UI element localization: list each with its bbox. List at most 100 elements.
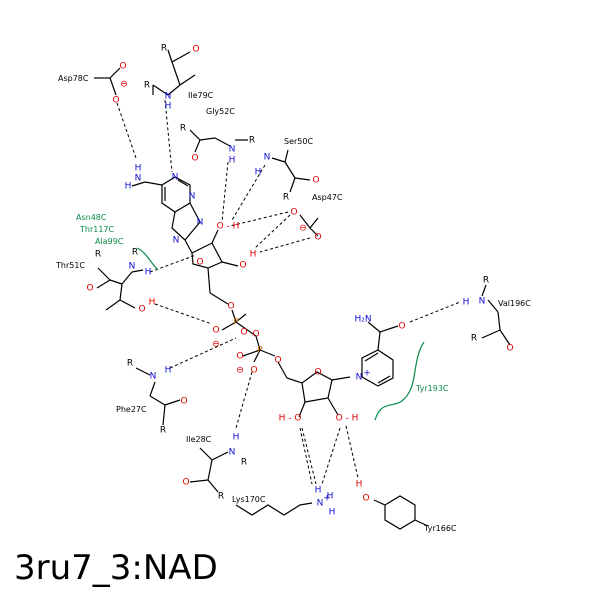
ribose-o2-hydroxyl: O - H (217, 222, 240, 232)
asp78-od1: O (119, 62, 126, 72)
ile79-n: N (165, 92, 172, 102)
ligand-bonds (131, 176, 399, 418)
page-title: 3ru7_3:NAD (14, 548, 218, 588)
residue-labels: Asp78C Ile79C Gly52C Ser50C Asp47C Thr51… (55, 74, 531, 533)
lys170-nz: N (317, 499, 324, 509)
amino-n: N (135, 174, 142, 184)
adenine-n7: N (197, 218, 204, 228)
label-thr51: Thr51C (55, 261, 85, 270)
label-ile28: Ile28C (186, 435, 212, 444)
val196-o: O (506, 344, 513, 354)
phosphate-o3: O (252, 330, 259, 340)
gly52-r2: R (249, 136, 255, 146)
gly52-o: O (191, 154, 198, 164)
label-lys170: Lys170C (232, 495, 266, 504)
phe27-o: O (180, 397, 187, 407)
label-tyr166: Tyr166C (423, 524, 457, 533)
phe27-h: H (165, 366, 172, 376)
phosphate-pa: P (233, 318, 239, 328)
ile79-o: O (192, 45, 199, 55)
nicotinamide-ribose-o4: O (314, 368, 321, 378)
amino-h: H (135, 164, 142, 174)
phosphate-pn: P (257, 346, 263, 356)
thr51-r: R (95, 250, 101, 260)
nicotinamide-ribose-o2: H - O (279, 414, 302, 424)
val196-r: R (483, 276, 489, 286)
label-thr117: Thr117C (79, 225, 115, 234)
thr51-h: H (145, 268, 152, 278)
label-val196: Val196C (498, 299, 531, 308)
phosphate-o1a: O (212, 326, 219, 336)
asp47-od1: O (290, 208, 297, 218)
ser50-n: N (264, 153, 271, 163)
asp78-od2: O (112, 96, 119, 106)
ile28-r2: R (218, 492, 224, 502)
ser50-o: O (312, 176, 319, 186)
label-tyr193: Tyr193C (415, 384, 449, 393)
residue-atoms: O ⊖ O R N H R O R O N H R N H O R O O ⊖ … (86, 44, 513, 518)
thr51-og1: O (138, 305, 145, 315)
ser50-h: H (255, 168, 262, 178)
lys170-charge: + (323, 494, 331, 504)
phosphate-o5: O (227, 302, 234, 312)
label-asp78: Asp78C (58, 74, 89, 83)
nicotinamide-n1-charge: + (363, 369, 371, 379)
thr51-r2: R (132, 248, 138, 258)
residue-bonds (94, 49, 511, 530)
ribose-o3-h: H (250, 250, 257, 260)
ser50-r: R (283, 193, 289, 203)
tyr166-oh: O (362, 494, 369, 504)
asp47-od2: O (314, 233, 321, 243)
ile28-o: O (182, 478, 189, 488)
label-ser50: Ser50C (284, 137, 313, 146)
lys170-h3: H (329, 508, 336, 518)
val196-r2: R (471, 334, 477, 344)
phosphate-bridge-o: O (240, 328, 247, 338)
adenine-n3: N (189, 192, 196, 202)
hydrogen-bonds (116, 99, 461, 485)
gly52-h: H (229, 156, 236, 166)
carboxamide-o: O (398, 322, 405, 332)
carboxamide-nh2: H₂N (354, 315, 371, 325)
nicotinamide-n1: N (356, 373, 363, 383)
lys170-h2: H (327, 492, 334, 502)
adenine-n1: N (172, 173, 179, 183)
phosphate-o1a-charge: ⊖ (212, 340, 220, 350)
ile79-r: R (144, 81, 150, 91)
asp78-charge: ⊖ (120, 80, 128, 90)
val196-n: N (479, 297, 486, 307)
ribose-o3-hydroxyl: O (239, 261, 246, 271)
phosphate-o2n: O (250, 366, 257, 376)
asp47-charge: ⊖ (299, 224, 307, 234)
gly52-n: N (229, 145, 236, 155)
phe27-r2: R (160, 426, 166, 436)
thr51-n: N (129, 262, 136, 272)
thr51-o: O (86, 284, 93, 294)
phosphate-o1n-charge: ⊖ (236, 366, 244, 376)
nicotinamide-o5: O (274, 356, 281, 366)
label-ala99: Ala99C (95, 237, 124, 246)
adenine-n9: N (173, 236, 180, 246)
label-asp47: Asp47C (312, 193, 343, 202)
phosphate-o1n: O (236, 352, 243, 362)
ribose-o4: O (196, 258, 203, 268)
ile79-r2: R (161, 44, 167, 54)
phe27-r: R (127, 359, 133, 369)
label-phe27: Phe27C (116, 405, 147, 414)
ligand-atoms: N N N N H N H O O - H O H O P O ⊖ O O P … (125, 164, 406, 424)
ile28-n: N (229, 448, 236, 458)
lys170-h1: H (315, 486, 322, 496)
ile28-r: R (241, 458, 247, 468)
ile28-h: H (233, 433, 240, 443)
ile79-h: H (165, 102, 172, 112)
phe27-n: N (150, 372, 157, 382)
hydrophobic-contacts (136, 247, 425, 421)
label-gly52: Gly52C (206, 107, 235, 116)
thr51-hg1: H (149, 298, 156, 308)
val196-h: H (463, 298, 470, 308)
amino-h2: H (125, 182, 132, 192)
label-ile79: Ile79C (188, 91, 214, 100)
nicotinamide-ribose-o3: O - H (336, 414, 359, 424)
label-asn48: Asn48C (76, 213, 107, 222)
